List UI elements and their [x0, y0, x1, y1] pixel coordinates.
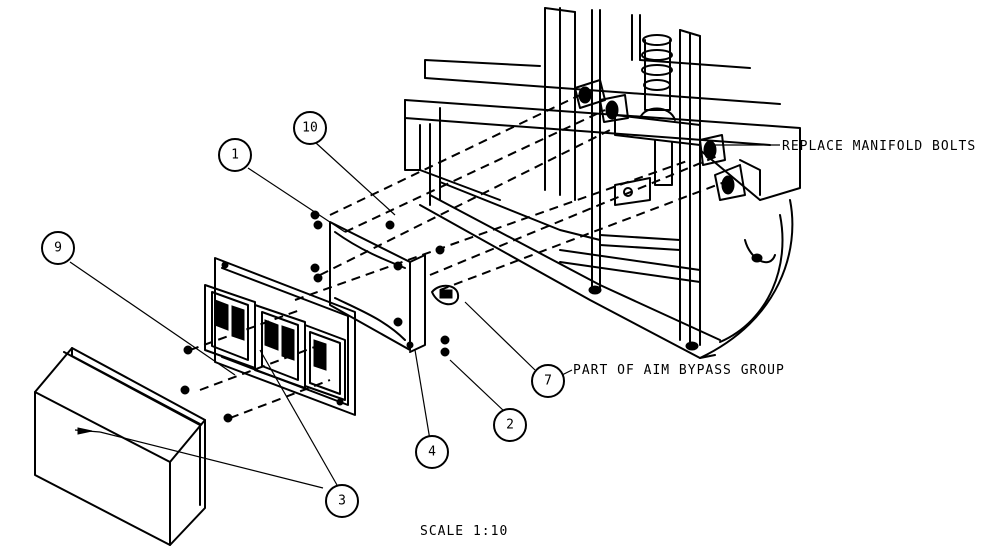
balloon-4: 4: [415, 435, 449, 469]
balloon-1: 1: [218, 138, 252, 172]
mounting-plate: [329, 221, 426, 353]
balloon-7: 7: [531, 364, 565, 398]
balloon-1-label: 1: [231, 148, 239, 163]
balloon-3-label: 3: [338, 494, 346, 509]
alignment-dash-lines: [189, 94, 731, 419]
note-aim-bypass-group: PART OF AIM BYPASS GROUP: [573, 363, 785, 378]
balloon-3: 3: [325, 484, 359, 518]
control-module: [204, 257, 356, 416]
balloon-7-label: 7: [544, 374, 552, 389]
balloon-10-label: 10: [302, 121, 318, 136]
balloon-10: 10: [293, 111, 327, 145]
cover-housing: [34, 347, 206, 546]
fasteners: [180, 210, 460, 423]
balloon-2-label: 2: [506, 418, 514, 433]
balloon-2: 2: [493, 408, 527, 442]
leader-lines: [69, 142, 780, 489]
note-replace-manifold-bolts: REPLACE MANIFOLD BOLTS: [782, 139, 976, 154]
balloon-9: 9: [41, 231, 75, 265]
scale-label: SCALE 1:10: [420, 524, 508, 539]
balloon-4-label: 4: [428, 445, 436, 460]
frame-assembly: [404, 7, 801, 359]
balloon-9-label: 9: [54, 241, 62, 256]
